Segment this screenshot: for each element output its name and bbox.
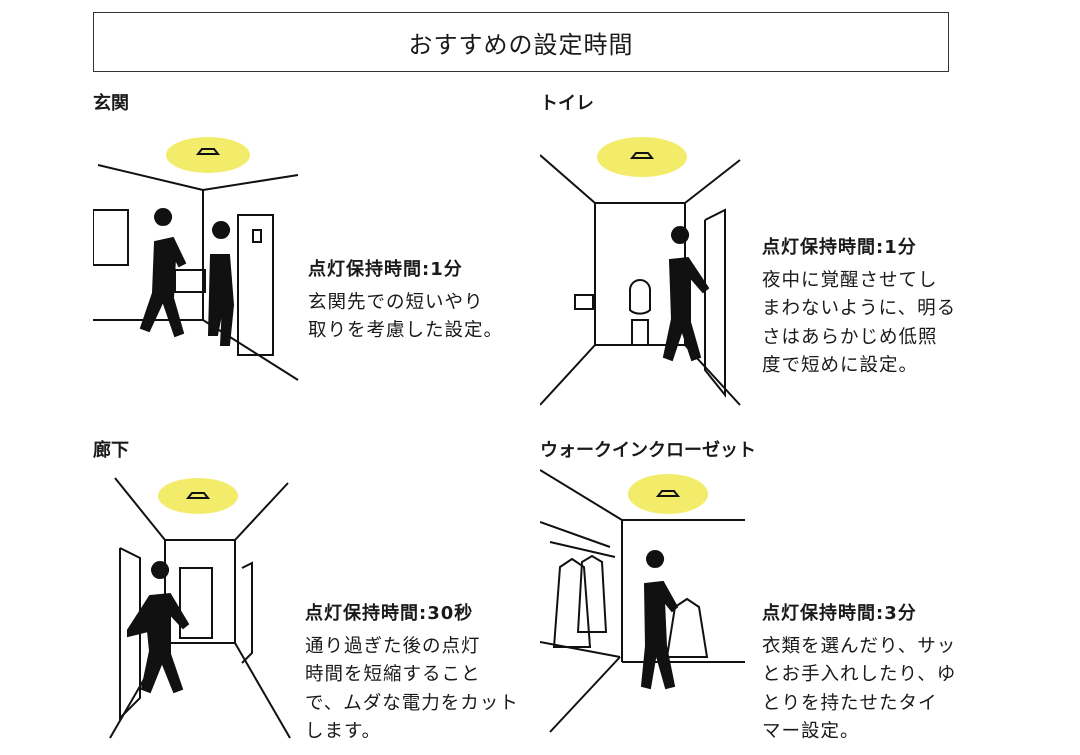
person-figure bbox=[662, 226, 710, 362]
description-line: 度で短めに設定。 bbox=[762, 355, 919, 376]
description-line: とお手入れしたり、ゆ bbox=[762, 664, 957, 685]
section-heading-entrance: 玄関 bbox=[93, 93, 129, 114]
description-line: 取りを考慮した設定。 bbox=[308, 320, 504, 341]
clothes-icon bbox=[665, 597, 709, 658]
description-line: まわないように、明る bbox=[762, 298, 957, 319]
clothes-icon bbox=[552, 554, 608, 648]
description-line: 通り過ぎた後の点灯 bbox=[305, 635, 481, 657]
description-line: さはあらかじめ低照 bbox=[762, 326, 938, 348]
ceiling-light-icon bbox=[629, 152, 655, 159]
closet-description: 点灯保持時間:3分 衣類を選んだり、サッ とお手入れしたり、ゆ とりを持たせたタ… bbox=[762, 600, 956, 747]
person-figure bbox=[127, 561, 190, 694]
toilet-icon bbox=[629, 279, 651, 346]
description-line: 衣類を選んだり、サッ bbox=[762, 635, 957, 657]
section-heading-walk-in-closet: ウォークインクローゼット bbox=[540, 440, 756, 461]
ceiling-light-glow bbox=[158, 478, 238, 514]
section-heading-hallway: 廊下 bbox=[93, 440, 129, 461]
description-line: マー設定。 bbox=[762, 721, 860, 742]
hold-time: 点灯保持時間:30秒 bbox=[305, 603, 474, 624]
hold-time: 点灯保持時間:1分 bbox=[762, 237, 917, 258]
person-figure bbox=[640, 550, 679, 690]
page-title: おすすめの設定時間 bbox=[408, 30, 634, 59]
toilet-illustration bbox=[540, 137, 741, 406]
description-line: 夜中に覚醒させてし bbox=[762, 269, 938, 291]
description-line: 時間を短縮すること bbox=[305, 664, 481, 685]
toilet-description: 点灯保持時間:1分 夜中に覚醒させてし まわないように、明る さはあらかじめ低照… bbox=[762, 234, 956, 381]
person-figure bbox=[207, 221, 235, 346]
hallway-description: 点灯保持時間:30秒 通り過ぎた後の点灯 時間を短縮すること で、ムダな電力をカ… bbox=[305, 600, 519, 747]
entrance-illustration bbox=[93, 137, 299, 381]
ceiling-light-icon bbox=[195, 148, 221, 155]
description-line: 玄関先での短いやり bbox=[308, 291, 484, 313]
person-figure bbox=[139, 208, 187, 338]
ceiling-light-glow bbox=[628, 474, 708, 514]
description-line: とりを持たせたタイ bbox=[762, 692, 938, 714]
hallway-illustration bbox=[109, 477, 291, 739]
description-line: します。 bbox=[305, 721, 382, 742]
ceiling-light-icon bbox=[185, 492, 211, 499]
ceiling-light-icon bbox=[655, 490, 681, 497]
section-heading-toilet: トイレ bbox=[540, 93, 594, 114]
entrance-description: 点灯保持時間:1分 玄関先での短いやり 取りを考慮した設定。 bbox=[308, 256, 503, 346]
hold-time: 点灯保持時間:3分 bbox=[762, 603, 917, 624]
description-line: で、ムダな電力をカット bbox=[305, 692, 519, 714]
title-box: おすすめの設定時間 bbox=[93, 12, 949, 72]
closet-illustration bbox=[540, 469, 745, 733]
hold-time: 点灯保持時間:1分 bbox=[308, 259, 463, 280]
